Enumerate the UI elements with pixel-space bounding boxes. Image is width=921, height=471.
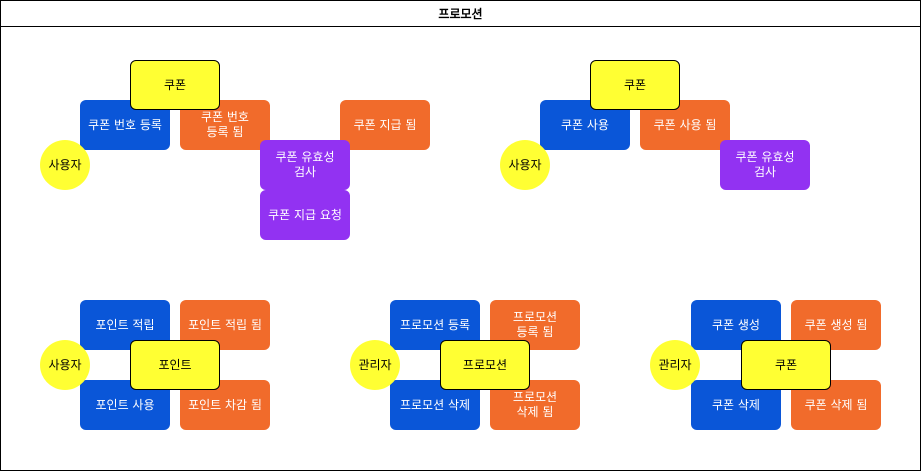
actor-admin-coupon[interactable]: 관리자 — [650, 340, 700, 390]
event-promotion-registered[interactable]: 프로모션 등록 됨 — [490, 300, 580, 350]
frame-title: 프로모션 — [1, 1, 920, 27]
actor-user-coupon-issue[interactable]: 사용자 — [40, 140, 90, 190]
policy-coupon-validate[interactable]: 쿠폰 유효성 검사 — [260, 140, 350, 190]
actor-admin-promotion[interactable]: 관리자 — [350, 340, 400, 390]
policy-coupon-issue-request[interactable]: 쿠폰 지급 요청 — [260, 190, 350, 240]
command-coupon-delete[interactable]: 쿠폰 삭제 — [691, 380, 781, 430]
policy-coupon-use-validate[interactable]: 쿠폰 유효성 검사 — [720, 140, 810, 190]
aggregate-coupon-admin[interactable]: 쿠폰 — [741, 340, 831, 390]
aggregate-coupon-use[interactable]: 쿠폰 — [590, 60, 680, 110]
actor-user-coupon-use[interactable]: 사용자 — [500, 140, 550, 190]
actor-user-point[interactable]: 사용자 — [40, 340, 90, 390]
aggregate-coupon-issue[interactable]: 쿠폰 — [130, 60, 220, 110]
command-promotion-register[interactable]: 프로모션 등록 — [390, 300, 480, 350]
aggregate-promotion[interactable]: 프로모션 — [440, 340, 530, 390]
aggregate-point[interactable]: 포인트 — [130, 340, 220, 390]
event-coupon-issued[interactable]: 쿠폰 지급 됨 — [340, 100, 430, 150]
